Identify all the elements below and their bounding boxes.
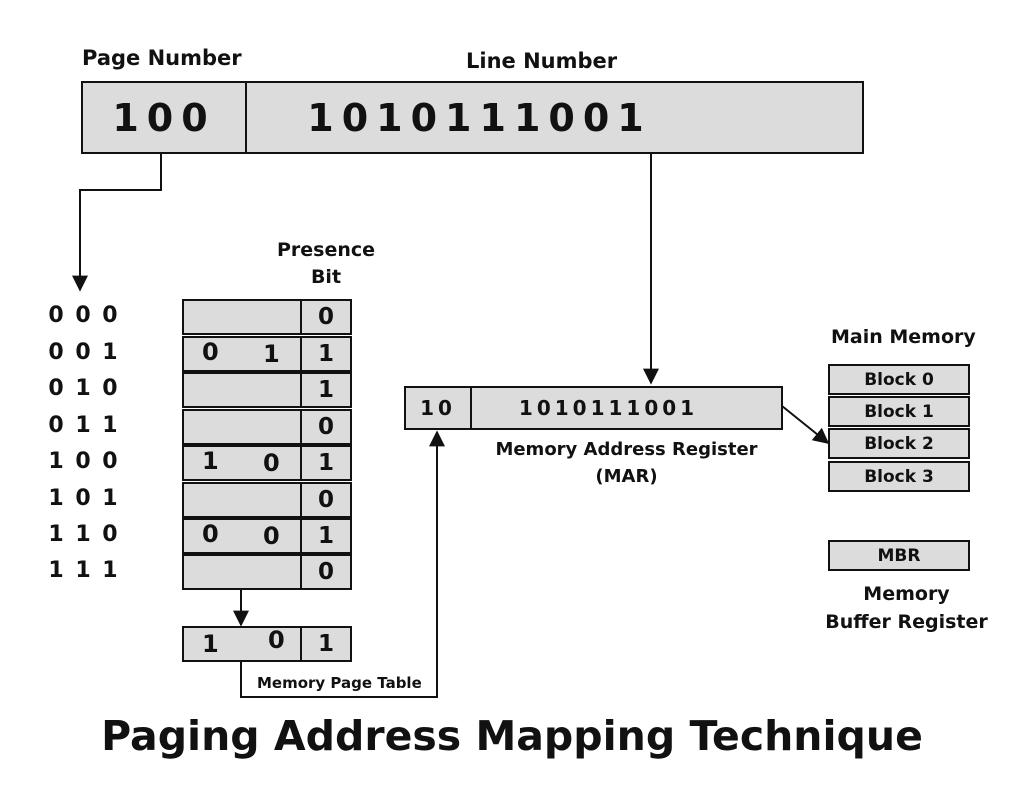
memory-block: Block 1: [828, 396, 970, 427]
result-bit-cell: 1: [300, 626, 352, 662]
page-index-label: 1 1 1: [48, 558, 118, 583]
frame-bit-b: 0: [263, 449, 280, 477]
page-index-label: 0 1 0: [48, 376, 118, 401]
page-number-label: Page Number: [82, 46, 242, 70]
page-number-value: 100: [112, 95, 216, 140]
result-bit: 1: [317, 631, 334, 657]
line-number-label: Line Number: [466, 49, 618, 73]
presence-bit-cell: 1: [300, 372, 352, 408]
page-number-field: 100: [81, 81, 247, 154]
memory-block: Block 2: [828, 428, 970, 459]
mar-block-value: 10: [420, 396, 456, 420]
mbr-value: MBR: [877, 545, 921, 566]
page-index-label: 0 0 1: [48, 340, 118, 365]
mbr-box: MBR: [828, 540, 970, 571]
memory-block-label: Block 1: [864, 401, 934, 422]
presence-bit-label: Presence Bit: [276, 239, 376, 288]
page-index-label: 1 0 0: [48, 449, 118, 474]
presence-bit-cell: 1: [300, 445, 352, 481]
memory-block-label: Block 3: [864, 466, 934, 487]
frame-bit-a: 0: [202, 520, 219, 548]
page-table-frame-cell: [182, 409, 302, 445]
presence-bit-cell: 0: [300, 299, 352, 335]
mar-to-block-arrow: [781, 405, 830, 445]
mar-block-field: 10: [404, 386, 472, 430]
result-frame-a: 1: [202, 630, 219, 658]
frame-bit-a: 0: [202, 338, 219, 366]
mar-line-field: 1010111001: [470, 386, 783, 430]
page-index-label: 0 0 0: [48, 303, 118, 328]
presence-bit-cell: 0: [300, 409, 352, 445]
page-table-frame-cell: [182, 554, 302, 590]
frame-bit-b: 0: [263, 522, 280, 550]
presence-bit-cell: 1: [300, 518, 352, 554]
memory-block-label: Block 0: [864, 369, 934, 390]
result-to-mar-arrow: [240, 430, 445, 698]
page-number-arrow: [72, 153, 162, 292]
mar-line-value: 1010111001: [518, 396, 699, 420]
presence-bit-value: 0: [317, 487, 334, 513]
line-number-field: 1010111001: [245, 81, 864, 154]
presence-bit-value: 1: [317, 377, 334, 403]
mbr-label: Memory Buffer Register: [825, 583, 988, 633]
presence-bit-value: 1: [317, 450, 334, 476]
presence-bit-value: 1: [317, 523, 334, 549]
page-index-label: 0 1 1: [48, 413, 118, 438]
mar-label: Memory Address Register (MAR): [495, 439, 758, 487]
diagram-title: Paging Address Mapping Technique: [101, 712, 923, 760]
page-table-caption: Memory Page Table: [257, 674, 422, 692]
page-table-frame-cell: [182, 372, 302, 408]
frame-bit-b: 1: [263, 340, 280, 368]
memory-block: Block 0: [828, 364, 970, 395]
page-index-label: 1 1 0: [48, 522, 118, 547]
main-memory-title: Main Memory: [831, 326, 976, 348]
page-table-frame-cell: [182, 299, 302, 335]
presence-bit-cell: 1: [300, 336, 352, 372]
presence-bit-cell: 0: [300, 482, 352, 518]
result-frame-cell: 1 0: [182, 626, 302, 662]
presence-bit-value: 0: [317, 559, 334, 585]
presence-bit-cell: 0: [300, 554, 352, 590]
presence-bit-value: 0: [317, 304, 334, 330]
result-frame-b: 0: [268, 626, 285, 654]
line-number-value: 1010111001: [307, 95, 652, 140]
memory-block-label: Block 2: [864, 433, 934, 454]
page-index-label: 1 0 1: [48, 486, 118, 511]
frame-bit-a: 1: [202, 447, 219, 475]
memory-block: Block 3: [828, 461, 970, 492]
page-table-frame-cell: [182, 482, 302, 518]
presence-bit-value: 1: [317, 341, 334, 367]
presence-bit-value: 0: [317, 414, 334, 440]
